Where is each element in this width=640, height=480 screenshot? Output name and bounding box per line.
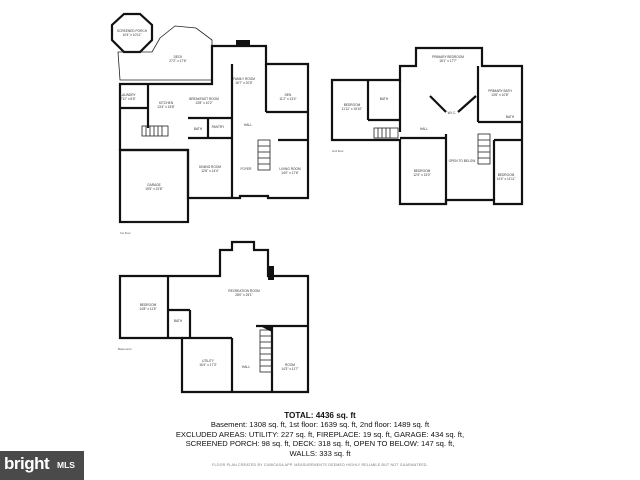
room-label-basement-hall: HALL bbox=[242, 365, 250, 369]
room-label-bath-right: BATH bbox=[506, 115, 515, 119]
room-label-open-to-below: OPEN TO BELOW bbox=[449, 159, 476, 163]
room-label-bath-left: BATH bbox=[380, 97, 389, 101]
first-floor-stairs bbox=[141, 125, 271, 171]
room-label-walk-in: W.I.C. bbox=[448, 111, 457, 115]
room-label-foyer: FOYER bbox=[241, 167, 253, 171]
room-label-pantry: PANTRY bbox=[212, 125, 226, 129]
room-label-basement-bath: BATH bbox=[174, 319, 183, 323]
brightmls-logo: bright MLS bbox=[0, 451, 84, 480]
first-floor-outer-wall bbox=[118, 44, 310, 200]
second-floor-interior-wall bbox=[429, 95, 447, 113]
measurement-disclaimer: FLOOR PLAN CREATED BY CUBICASA APP. MEAS… bbox=[212, 463, 428, 467]
area-summary: TOTAL: 4436 sq. ft Basement: 1308 sq. ft… bbox=[0, 411, 640, 458]
room-label-hall: HALL bbox=[244, 123, 252, 127]
excluded-areas-line2: SCREENED PORCH: 98 sq. ft, DECK: 318 sq.… bbox=[185, 439, 455, 449]
logo-brand-text: bright bbox=[4, 454, 50, 473]
second-floor-outer-wall bbox=[330, 46, 524, 206]
floor-label-basement: Basement bbox=[118, 347, 132, 351]
excluded-areas-line3: WALLS: 333 sq. ft bbox=[289, 448, 351, 458]
room-label-bath: BATH bbox=[194, 127, 203, 131]
floor-areas: Basement: 1308 sq. ft, 1st floor: 1639 s… bbox=[210, 420, 430, 430]
basement-fireplace bbox=[268, 266, 274, 280]
floor-label-first: 1st floor bbox=[120, 231, 131, 235]
total-area: TOTAL: 4436 sq. ft bbox=[284, 411, 356, 420]
deck-outline bbox=[117, 25, 213, 81]
logo-suffix-text: MLS bbox=[57, 460, 75, 470]
basement-outer-wall bbox=[118, 240, 310, 394]
basement-stairs bbox=[259, 326, 273, 373]
excluded-areas-line1: EXCLUDED AREAS: UTILITY: 227 sq. ft, FIR… bbox=[175, 429, 465, 439]
floor-label-second: 2nd floor bbox=[332, 149, 344, 153]
room-label-hall-second: HALL bbox=[420, 127, 428, 131]
second-floor-interior-wall bbox=[457, 95, 477, 113]
first-floor-fireplace bbox=[236, 40, 250, 46]
second-floor-stairs bbox=[373, 127, 491, 165]
